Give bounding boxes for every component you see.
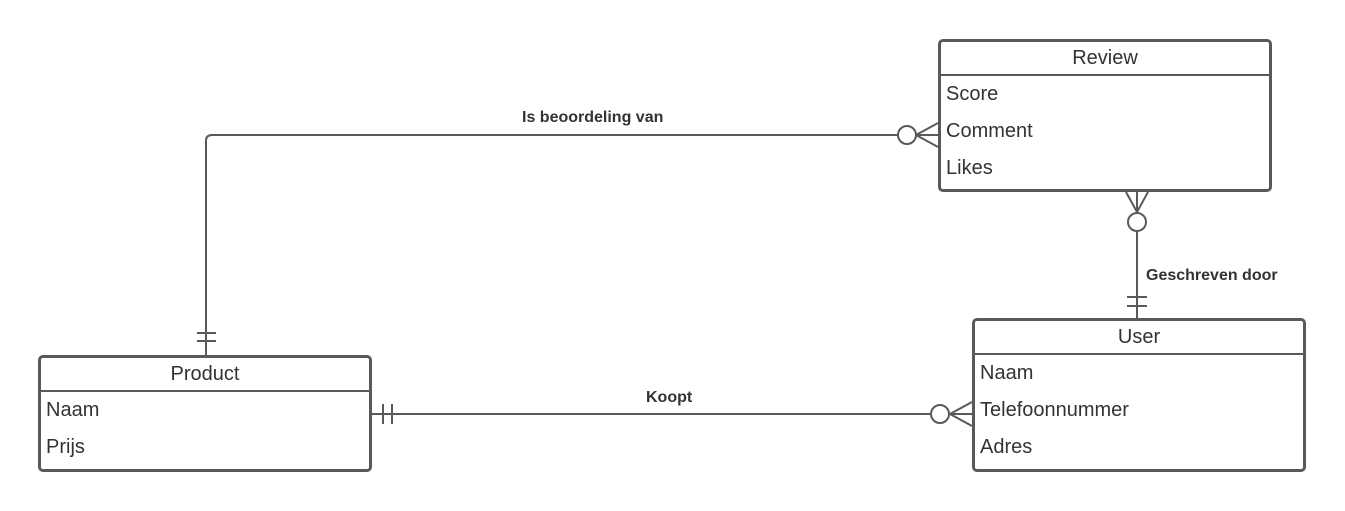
relationship-label-review-user: Geschreven door	[1146, 267, 1278, 284]
zero-mark-review-left	[897, 125, 917, 145]
entity-attribute: Prijs	[46, 436, 85, 458]
entity-attribute: Naam	[46, 399, 100, 421]
zero-mark-review-bottom	[1127, 212, 1147, 232]
crow-foot-review-bottom	[1125, 191, 1149, 213]
entity-title: Product	[41, 358, 369, 392]
entity-user[interactable]: User Naam Telefoonnummer Adres	[972, 318, 1306, 472]
entity-product[interactable]: Product Naam Prijs	[38, 355, 372, 472]
entity-title: User	[975, 321, 1303, 355]
relationship-label-review-product: Is beoordeling van	[522, 109, 664, 126]
zero-mark-user-left	[930, 404, 950, 424]
entity-attribute: Score	[946, 83, 999, 105]
entity-attribute: Naam	[980, 362, 1034, 384]
entity-title: Review	[941, 42, 1269, 76]
entity-attribute: Telefoonnummer	[980, 399, 1129, 421]
entity-attribute: Likes	[946, 157, 993, 179]
crow-foot-user-left	[949, 401, 973, 427]
connector-review-product	[205, 134, 898, 355]
crow-foot-review-left	[915, 122, 939, 148]
entity-attribute: Adres	[980, 436, 1033, 458]
entity-review[interactable]: Review Score Comment Likes	[938, 39, 1272, 192]
relationship-label-product-user: Koopt	[646, 389, 693, 406]
entity-attribute: Comment	[946, 120, 1033, 142]
